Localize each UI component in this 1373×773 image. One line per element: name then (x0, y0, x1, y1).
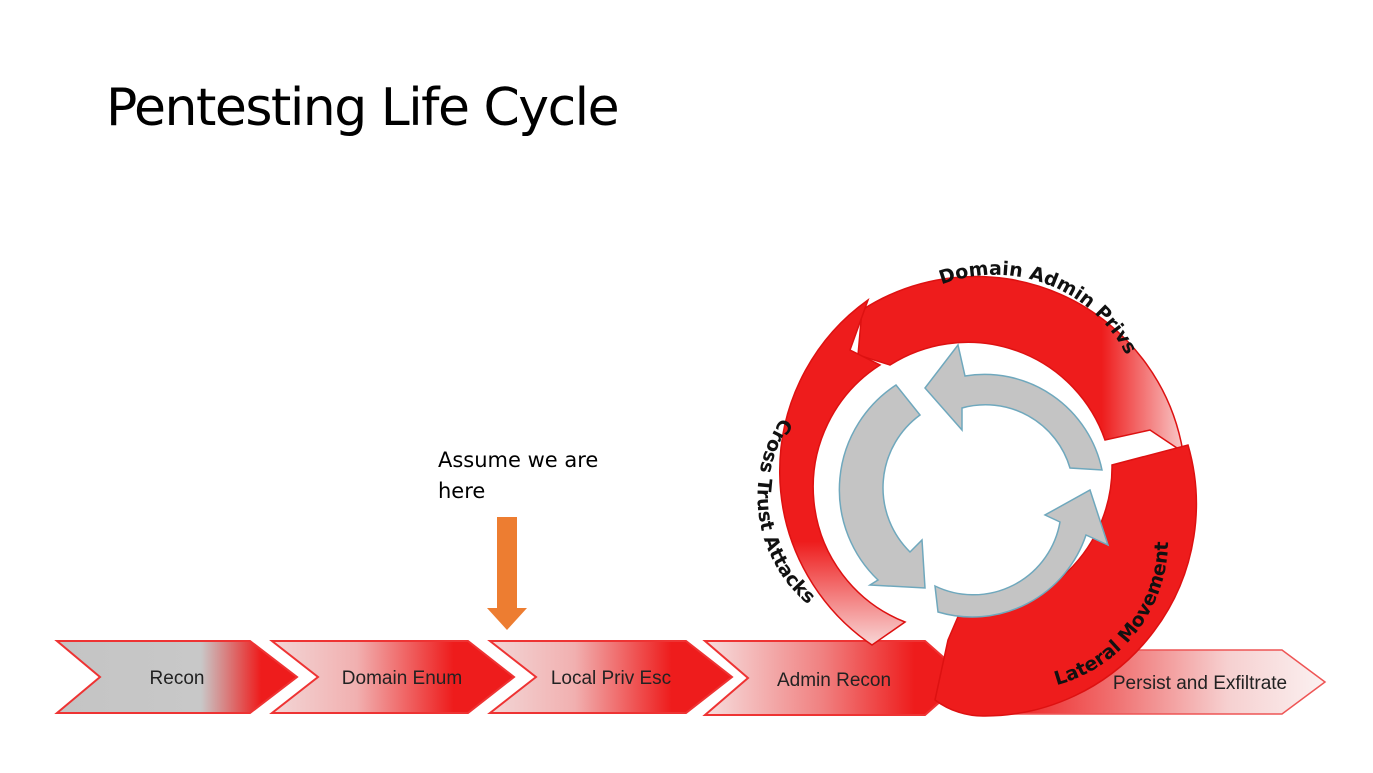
cycle-arrows-icon (838, 343, 1110, 618)
down-arrow-icon (487, 517, 527, 630)
step-label-persist-exfiltrate: Persist and Exfiltrate (1113, 673, 1287, 694)
ring-segment-lateral-movement (934, 444, 1198, 717)
ring-segment-domain-admin (857, 275, 1185, 454)
step-domain-enum: Domain Enum (269, 640, 516, 714)
step-label-admin-recon: Admin Recon (777, 670, 891, 691)
inner-arrow-right (934, 488, 1110, 618)
step-label-recon: Recon (150, 668, 205, 689)
inner-arrow-left (838, 383, 926, 589)
step-label-domain-enum: Domain Enum (342, 668, 462, 689)
step-local-priv-esc: Local Priv Esc (487, 640, 734, 714)
inner-arrow-top (924, 343, 1103, 471)
ring-segment-cross-trust (779, 297, 907, 646)
step-admin-recon: Admin Recon (702, 640, 969, 716)
callout-text: Assume we are here (438, 448, 599, 503)
page-title: Pentesting Life Cycle (106, 78, 620, 138)
step-label-local-priv-esc: Local Priv Esc (551, 668, 671, 689)
step-recon: Recon (54, 640, 299, 714)
